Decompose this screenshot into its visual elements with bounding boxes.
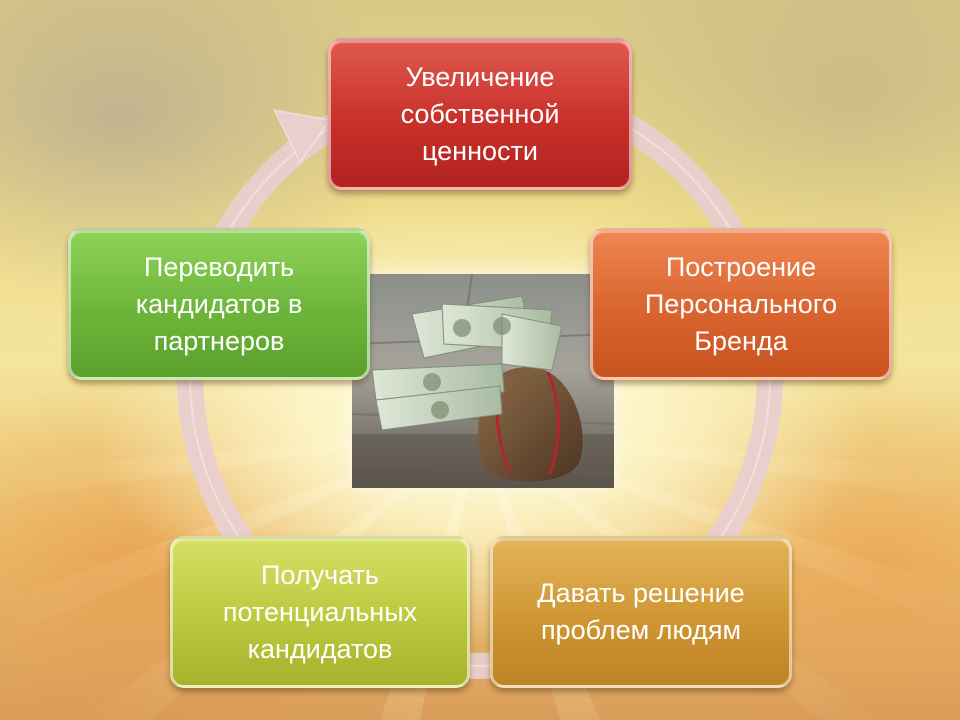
cycle-step-bottom-left-label: Получать потенциальных кандидатов (222, 559, 418, 664)
cycle-step-bottom-left: Получать потенциальных кандидатов (170, 536, 470, 688)
cycle-step-left: Переводить кандидатов в партнеров (68, 228, 370, 380)
center-image-money-bag (352, 274, 614, 488)
cycle-step-top-label: Увеличение собственной ценности (400, 61, 560, 166)
cycle-step-bottom-right-label: Давать решение проблем людям (537, 578, 745, 645)
cycle-step-left-label: Переводить кандидатов в партнеров (135, 251, 303, 356)
cycle-arrow-head-icon (272, 108, 332, 164)
cycle-step-bottom-right: Давать решение проблем людям (490, 536, 792, 688)
money-bag-icon (352, 274, 614, 488)
cycle-step-top: Увеличение собственной ценности (328, 38, 632, 190)
cycle-step-right: Построение Персонального Бренда (590, 228, 892, 380)
cycle-step-right-label: Построение Персонального Бренда (644, 251, 838, 356)
